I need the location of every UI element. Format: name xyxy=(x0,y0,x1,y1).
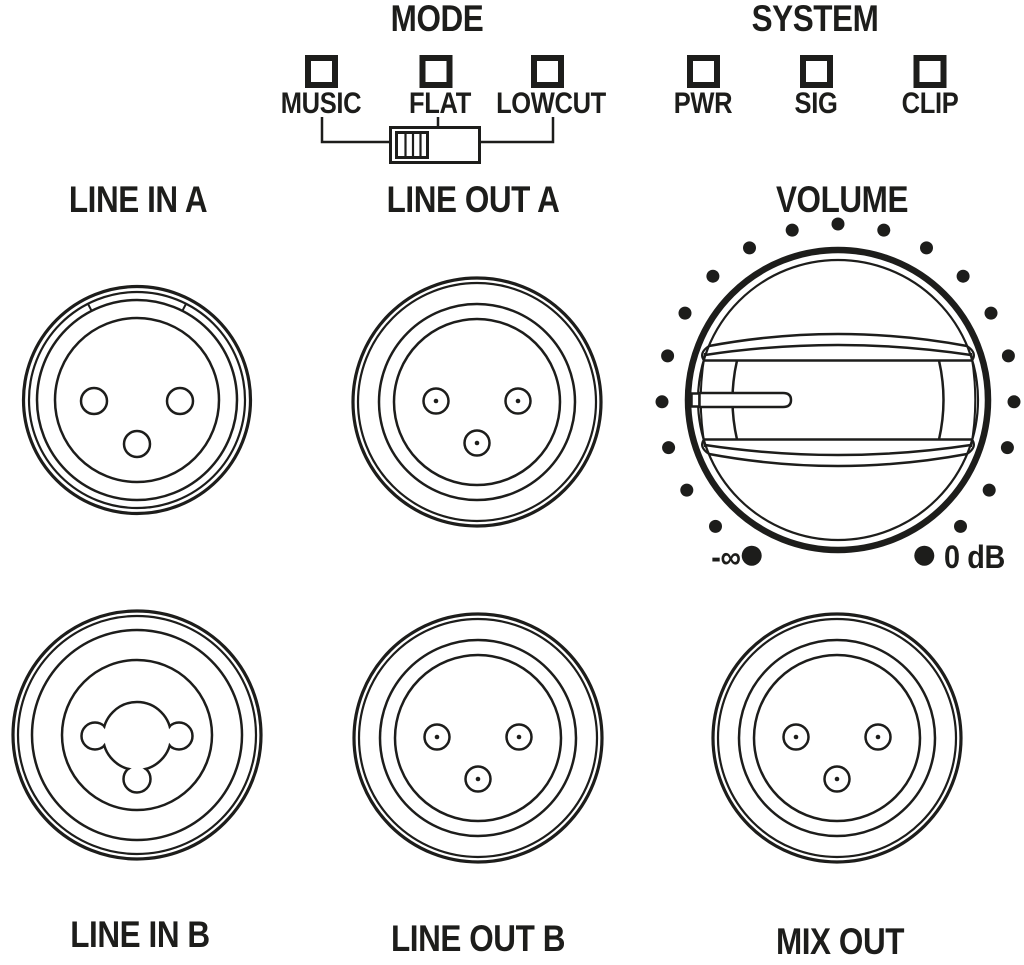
mix-out-title: MIX OUT xyxy=(775,921,905,962)
line-in-b-connector xyxy=(11,609,263,861)
volume-max-label: 0 dB xyxy=(944,539,1005,575)
volume-min-label: -∞ xyxy=(711,539,742,575)
mode-title: MODE xyxy=(390,0,484,39)
system-led-sig-label: SIG xyxy=(794,87,838,120)
volume-tick-dots xyxy=(655,217,1021,566)
volume-title: VOLUME xyxy=(776,179,908,220)
mode-switch-handle[interactable] xyxy=(395,131,429,159)
system-panel xyxy=(687,55,947,88)
system-led-clip-label: CLIP xyxy=(901,87,959,120)
mode-option-lowcut-label: LOWCUT xyxy=(496,87,606,120)
system-led-pwr-label: PWR xyxy=(673,87,733,120)
system-title: SYSTEM xyxy=(751,0,879,39)
line-out-b-title: LINE OUT B xyxy=(391,918,565,959)
mode-panel xyxy=(305,55,564,164)
mode-option-flat-label: FLAT xyxy=(409,87,471,120)
mode-led-music xyxy=(305,55,338,88)
mode-switch-track[interactable] xyxy=(389,126,481,164)
volume-pointer-icon xyxy=(690,391,793,409)
mode-switch[interactable] xyxy=(320,117,555,164)
switch-link-lowcut xyxy=(481,117,555,144)
keyway-ticks xyxy=(86,303,188,312)
volume-knob[interactable] xyxy=(684,246,992,554)
line-in-a-title: LINE IN A xyxy=(68,179,208,220)
line-out-a-connector xyxy=(351,276,603,528)
mode-led-flat xyxy=(419,55,453,88)
line-out-a-title: LINE OUT A xyxy=(386,179,560,220)
mode-option-music-label: MUSIC xyxy=(280,87,362,120)
line-in-b-title: LINE IN B xyxy=(70,914,210,955)
mix-out-connector xyxy=(711,612,963,864)
system-led-pwr xyxy=(687,55,720,88)
system-led-sig xyxy=(800,55,833,88)
mode-led-lowcut xyxy=(531,55,564,88)
switch-link-music xyxy=(320,117,389,144)
system-led-clip xyxy=(913,55,947,88)
line-in-a-connector xyxy=(21,284,253,516)
line-out-b-connector xyxy=(352,612,604,864)
